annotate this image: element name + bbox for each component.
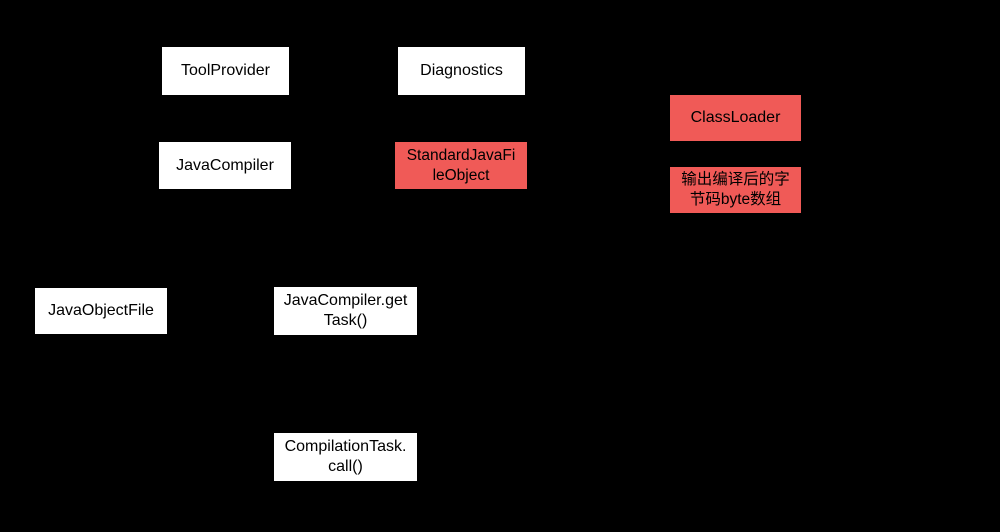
diagnostics-label: Diagnostics [420, 62, 503, 79]
java-compiler-get-task-node: JavaCompiler.get Task() [274, 287, 417, 335]
class-loader-node: ClassLoader [670, 95, 801, 141]
java-compiler-node: JavaCompiler [159, 142, 291, 189]
java-compiler-label: JavaCompiler [176, 156, 274, 174]
bytecode-output-label: 输出编译后的字 节码byte数组 [681, 171, 790, 208]
tool-provider-node: ToolProvider [162, 47, 289, 95]
java-object-file-label: JavaObjectFile [48, 302, 154, 319]
java-object-file-node: JavaObjectFile [35, 288, 167, 334]
class-loader-label: ClassLoader [690, 109, 781, 126]
standard-java-file-object-node: StandardJavaFi leObject [395, 142, 527, 189]
standard-java-file-object-label: StandardJavaFi leObject [406, 146, 516, 184]
tool-provider-label: ToolProvider [181, 62, 270, 79]
compilation-task-call-node: CompilationTask. call() [274, 433, 417, 481]
bytecode-output-node: 输出编译后的字 节码byte数组 [670, 167, 801, 213]
compilation-task-call-label: CompilationTask. call() [284, 438, 407, 475]
java-compiler-get-task-label: JavaCompiler.get Task() [283, 292, 408, 329]
diagnostics-node: Diagnostics [398, 47, 525, 95]
